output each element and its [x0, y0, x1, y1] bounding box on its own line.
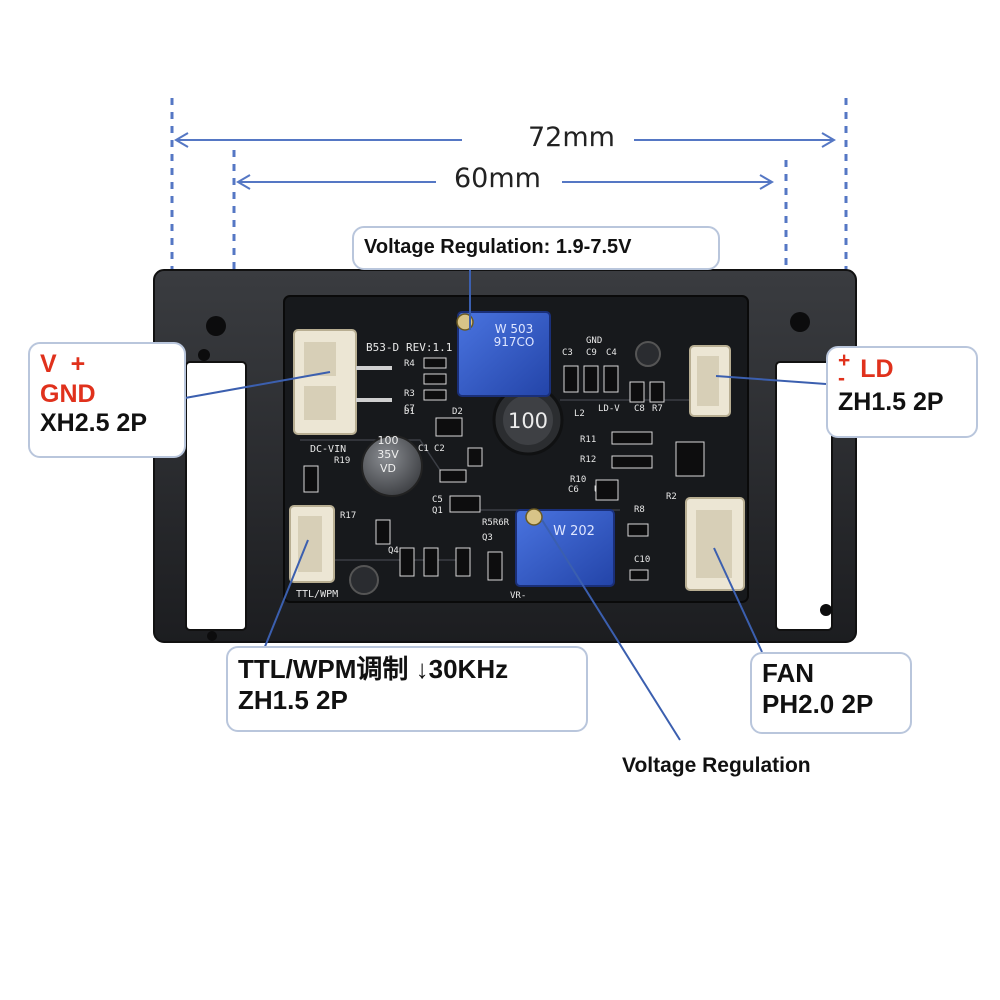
silk-q4: Q4 [388, 546, 399, 556]
ttl-input-callout: TTL/WPM调制 ↓30KHz ZH1.5 2P [226, 646, 588, 732]
silk-r5r6: R5R6R [482, 518, 510, 528]
voltage-range-callout: Voltage Regulation: 1.9-7.5V [352, 226, 720, 270]
mounting-hole-icon [790, 312, 810, 332]
gnd-label: GND [40, 379, 96, 408]
ld-connector[interactable] [689, 345, 731, 417]
board-revision: REV:1.1 [406, 341, 452, 354]
power-connector[interactable] [293, 329, 392, 435]
adjust-screw-icon[interactable] [525, 508, 543, 526]
silk-d1: D1 [404, 407, 415, 417]
plus-label: + [70, 350, 86, 378]
voltage-range-label: Voltage Regulation: 1.9-7.5V [364, 236, 632, 258]
leader-lines [184, 268, 827, 741]
silk-c9: C9 [586, 348, 597, 358]
silk-l2: L2 [574, 409, 585, 419]
board-name: B53-D [366, 341, 399, 354]
ttl-connector-label: ZH1.5 2P [238, 684, 348, 715]
pot-top-marking: W 503 [495, 322, 534, 336]
silk-vr: VR- [510, 591, 526, 601]
silk-c6: C6 [568, 485, 579, 495]
dimension-lines [170, 98, 848, 285]
smd-components [303, 357, 705, 581]
silk-c2: C2 [434, 444, 445, 454]
silk-r8: R8 [634, 505, 645, 515]
silk-r12: R12 [580, 455, 596, 465]
silk-r7: R7 [652, 404, 663, 414]
ttl-connector[interactable] [289, 505, 335, 583]
dimension-inner: 60mm [448, 163, 547, 194]
capacitor-code: VD [380, 462, 396, 475]
silk-r17: R17 [340, 511, 356, 521]
power-input-callout: V + GND XH2.5 2P [28, 342, 186, 458]
silk-q3: Q3 [482, 533, 493, 543]
silk-ttl: TTL/WPM [296, 589, 338, 600]
silk-c1: C1 [418, 444, 429, 454]
voltage-regulation-label: Voltage Regulation [622, 754, 811, 777]
fan-connector[interactable] [685, 497, 745, 591]
silk-c5: C5 [432, 495, 443, 505]
inductor-component: 100 [492, 384, 564, 456]
capacitor-value: 100 [378, 434, 399, 447]
dimension-arrows [174, 132, 836, 190]
power-connector-label: XH2.5 2P [40, 409, 148, 437]
ld-minus-label: - [838, 366, 845, 390]
silk-r10: R10 [570, 475, 586, 485]
capacitor-component: 100 35V VD [361, 434, 423, 497]
fan-connector-label: PH2.0 2P [762, 688, 874, 719]
silk-c3: C3 [562, 348, 573, 358]
mounting-hole-icon [206, 316, 226, 336]
connectors [289, 329, 745, 591]
ld-name-label: LD [860, 355, 894, 384]
silk-c8: C8 [634, 404, 645, 414]
silk-r11: R11 [580, 435, 596, 445]
silk-r4: R4 [404, 359, 415, 369]
fan-label: FAN [762, 658, 814, 688]
dimension-outer: 72mm [522, 122, 621, 153]
silk-c7: C7 [404, 404, 415, 414]
silk-gnd: GND [586, 336, 602, 346]
v-label: V [40, 350, 57, 378]
silk-r2: R2 [666, 492, 677, 502]
silk-q1: Q1 [432, 506, 443, 516]
silk-ld-v: LD-V [598, 404, 620, 414]
pot-bottom-marking: W 202 [553, 524, 595, 539]
ld-output-callout: + - LD ZH1.5 2P [826, 346, 978, 438]
capacitor-voltage: 35V [377, 448, 399, 461]
ttl-label: TTL/WPM调制 ↓30KHz [238, 654, 509, 684]
ld-plus-label: + [838, 349, 851, 372]
fan-callout: FAN PH2.0 2P [750, 652, 912, 734]
ld-connector-label: ZH1.5 2P [838, 387, 944, 416]
potentiometer-bottom[interactable]: W 202 [515, 508, 615, 587]
silk-c10: C10 [634, 555, 650, 565]
silk-r3: R3 [404, 389, 415, 399]
silk-dc-vin: DC-VIN [310, 444, 346, 455]
pot-top-code: 917CO [494, 335, 535, 349]
silk-d2: D2 [452, 407, 463, 417]
silk-c4: C4 [606, 348, 617, 358]
inductor-value: 100 [508, 409, 548, 433]
silk-r19: R19 [334, 456, 350, 466]
